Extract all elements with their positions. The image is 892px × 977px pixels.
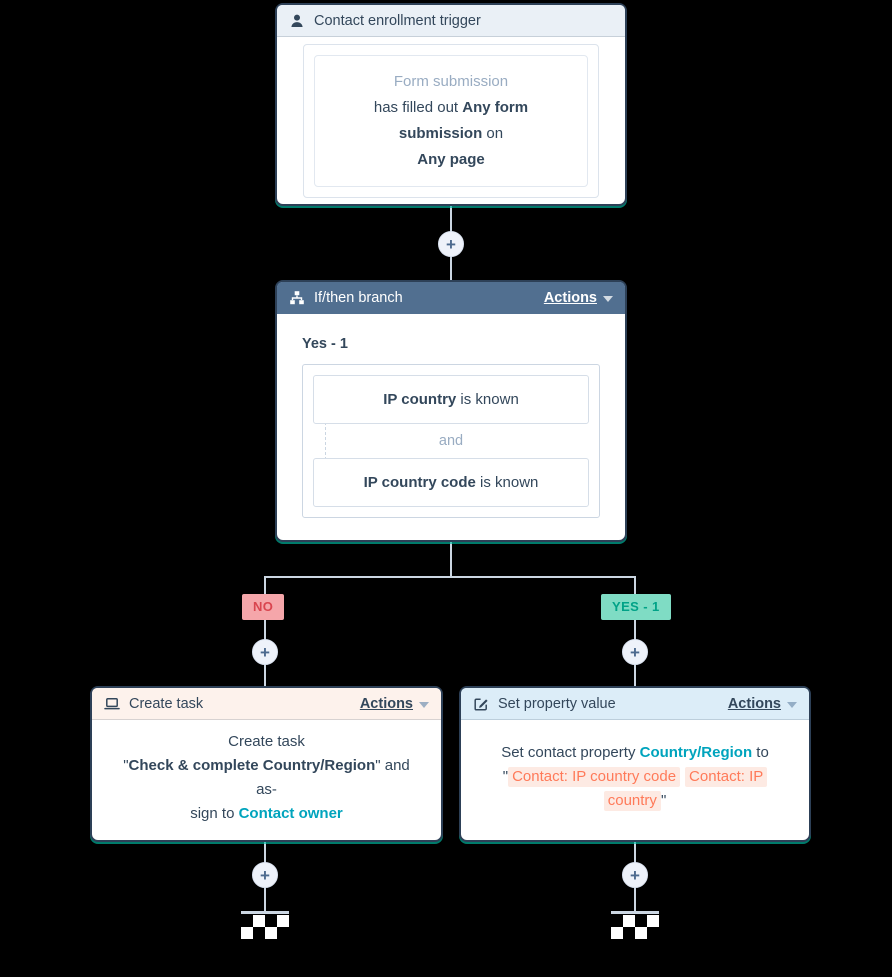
create-task-line-3: sign to Contact owner	[190, 805, 343, 822]
trigger-filter-form: Any form submission	[398, 98, 529, 142]
trigger-filter-group: Form submission has filled out Any form …	[303, 43, 599, 198]
set-property-line-3: country"	[481, 789, 789, 813]
if-then-card-body: Yes - 1 IP country is known and IP count…	[277, 314, 625, 544]
add-action-button-no-branch[interactable]: +	[252, 639, 278, 665]
create-task-line-2: "Check & complete Country/Region" and as…	[123, 757, 410, 798]
set-property-line-1: Set contact property Country/Region to	[501, 744, 769, 761]
set-property-card-title: Set property value	[498, 695, 616, 712]
contact-icon	[289, 13, 305, 29]
checkered-flag-icon	[241, 915, 289, 939]
condition-group: IP country is known and IP country code …	[302, 364, 600, 518]
branch-name-label: Yes - 1	[302, 336, 348, 352]
trigger-filter-page: Any page	[417, 150, 485, 168]
task-assignee-link: Contact owner	[238, 805, 343, 822]
sitemap-icon	[289, 290, 305, 306]
condition-ip-country-code: IP country code is known	[313, 458, 589, 507]
create-task-card-title: Create task	[129, 695, 204, 712]
yes-branch-badge: YES - 1	[601, 594, 671, 620]
create-task-actions-label: Actions	[359, 695, 413, 712]
create-task-card-header: Create task Actions	[92, 688, 441, 720]
set-property-card-body: Set contact property Country/Region to "…	[461, 720, 809, 840]
property-token-ip-country-part1: Contact: IP	[685, 767, 768, 787]
and-operator: and	[313, 412, 589, 470]
set-property-actions-label: Actions	[727, 695, 781, 712]
condition-ip-country: IP country is known	[313, 375, 589, 424]
property-name-link: Country/Region	[639, 744, 753, 761]
if-then-card-title: If/then branch	[314, 290, 403, 306]
set-property-summary: Set contact property Country/Region to "…	[461, 731, 809, 829]
property-token-ip-country-part2: country	[603, 791, 661, 811]
end-of-workflow-flag-yes	[611, 911, 659, 939]
task-laptop-icon	[104, 696, 120, 712]
trigger-card-title: Contact enrollment trigger	[314, 12, 481, 29]
trigger-filter-box: Form submission has filled out Any form …	[314, 54, 588, 187]
if-then-actions-dropdown[interactable]: Actions	[544, 290, 613, 306]
chevron-down-icon	[603, 296, 613, 302]
connector-line-yes-branch	[634, 576, 636, 686]
set-property-card[interactable]: Set property value Actions Set contact p…	[459, 686, 811, 842]
connector-line-no-branch	[264, 576, 266, 686]
enrollment-trigger-card[interactable]: Contact enrollment trigger Form submissi…	[275, 3, 627, 206]
connector-line-branch-split	[264, 576, 636, 578]
add-action-button-top[interactable]: +	[438, 231, 464, 257]
add-action-button-yes-branch[interactable]: +	[622, 639, 648, 665]
trigger-card-body: Form submission has filled out Any form …	[277, 37, 625, 204]
no-branch-badge: NO	[242, 594, 285, 620]
create-task-card-body: Create task "Check & complete Country/Re…	[92, 720, 441, 842]
if-then-card-header: If/then branch Actions	[277, 282, 625, 314]
property-token-ip-country-code: Contact: IP country code	[508, 767, 681, 787]
flag-bar	[241, 911, 289, 914]
if-then-branch-card[interactable]: If/then branch Actions Yes - 1 IP countr…	[275, 280, 627, 542]
if-then-actions-label: Actions	[543, 290, 597, 306]
add-action-button-no-end[interactable]: +	[252, 862, 278, 888]
edit-property-icon	[473, 696, 489, 712]
create-task-summary: Create task "Check & complete Country/Re…	[92, 720, 441, 842]
add-action-button-yes-end[interactable]: +	[622, 862, 648, 888]
connector-line-branch-stem	[450, 540, 452, 578]
create-task-card[interactable]: Create task Actions Create task "Check &…	[90, 686, 443, 842]
chevron-down-icon	[787, 701, 797, 708]
end-of-workflow-flag-no	[241, 911, 289, 939]
task-title-text: Check & complete Country/Region	[128, 757, 376, 774]
set-property-card-header: Set property value Actions	[461, 688, 809, 720]
chevron-down-icon	[419, 701, 429, 708]
flag-bar	[611, 911, 659, 914]
create-task-line-1: Create task	[228, 733, 305, 750]
trigger-filter-type: Form submission	[393, 72, 509, 90]
trigger-card-header: Contact enrollment trigger	[277, 5, 625, 37]
checkered-flag-icon	[611, 915, 659, 939]
create-task-actions-dropdown[interactable]: Actions	[360, 696, 429, 712]
and-connector-dash	[325, 412, 326, 470]
set-property-actions-dropdown[interactable]: Actions	[728, 696, 797, 712]
